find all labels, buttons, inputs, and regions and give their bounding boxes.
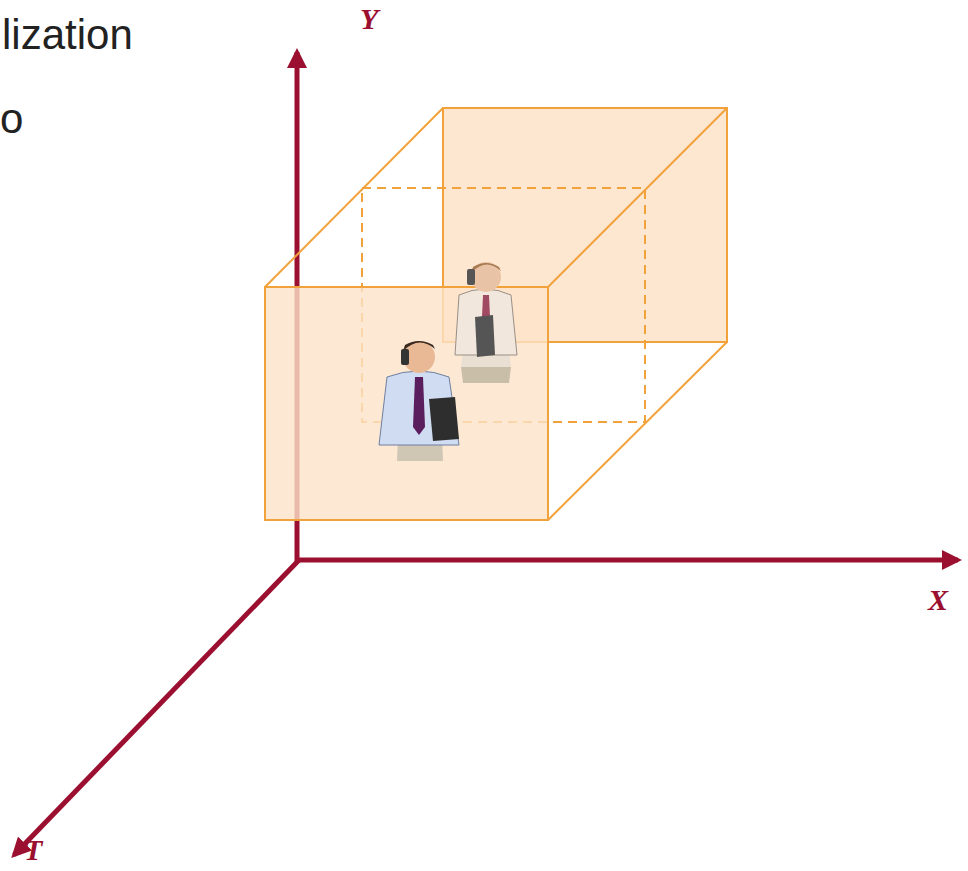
axis-label: X [928, 585, 948, 615]
axis-label: T [24, 835, 42, 865]
bullet-text-fragment: o [0, 98, 23, 140]
businessman-figure [379, 341, 459, 461]
box-front-face [265, 287, 548, 520]
slide-title-fragment: lization [2, 14, 133, 56]
axis-label: Y [360, 4, 378, 34]
businessman-figure [455, 262, 517, 383]
axes [14, 52, 958, 855]
box-edges [265, 108, 727, 520]
